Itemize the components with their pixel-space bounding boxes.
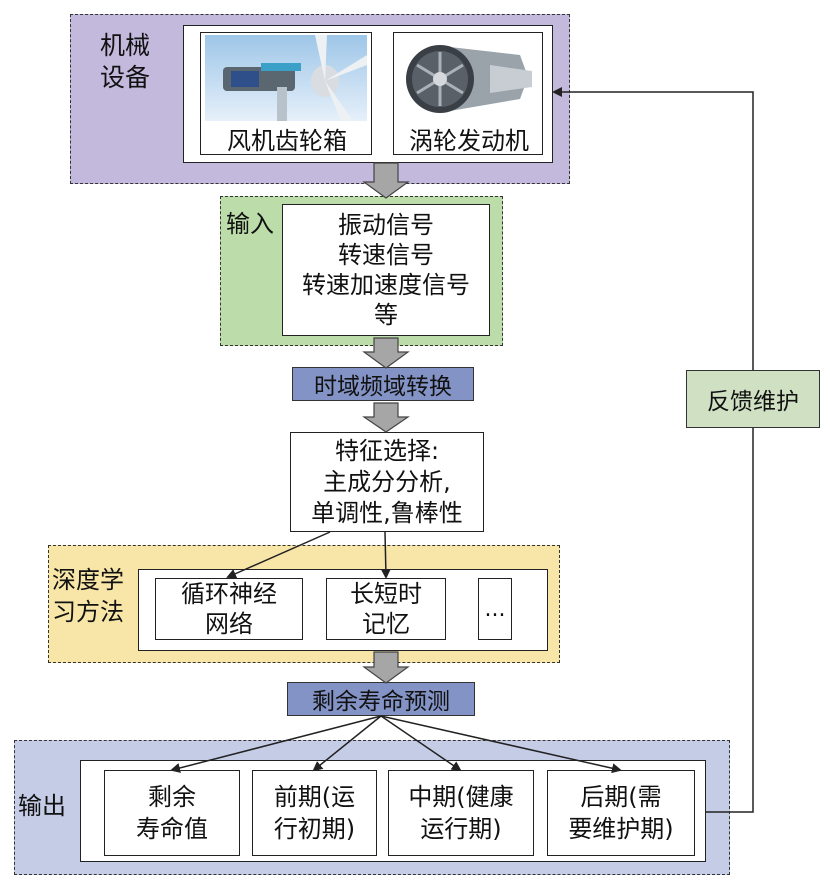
wind-turbine-card: 风机齿轮箱	[200, 32, 372, 155]
signal-acceleration: 转速加速度信号	[302, 271, 470, 299]
time-frequency-transform: 时域频域转换	[292, 367, 474, 401]
deep-learning-label: 深度学 习方法	[52, 566, 124, 626]
output-label: 输出	[18, 792, 66, 820]
method-more: ...	[478, 578, 512, 640]
flow-arrow-transform-feature	[362, 402, 410, 433]
signals-box: 振动信号 转速信号 转速加速度信号 等	[282, 204, 490, 336]
output-middle-stage: 中期(健康 运行期)	[388, 770, 534, 856]
signal-speed: 转速信号	[338, 241, 434, 269]
turbine-engine-name: 涡轮发动机	[409, 126, 529, 155]
method-rnn: 循环神经 网络	[155, 578, 303, 640]
output-late-stage: 后期(需 要维护期)	[547, 770, 695, 856]
output-rul-value: 剩余 寿命值	[104, 770, 240, 856]
wind-turbine-gearbox-name: 风机齿轮箱	[227, 126, 347, 155]
feedback-maintenance: 反馈维护	[686, 370, 820, 428]
rul-prediction: 剩余寿命预测	[287, 682, 475, 716]
feature-line-2: 主成分分析,	[323, 467, 451, 496]
method-lstm: 长短时 记忆	[326, 578, 446, 640]
feature-selection-box: 特征选择: 主成分分析, 单调性,鲁棒性	[290, 432, 484, 532]
output-early-stage: 前期(运 行初期)	[252, 770, 377, 856]
wind-turbine-gearbox-photo-icon	[205, 35, 367, 121]
turbine-engine-card: 涡轮发动机	[393, 32, 543, 155]
input-label: 输入	[226, 210, 274, 238]
signal-vibration: 振动信号	[338, 211, 434, 239]
feedback-line-upper	[552, 87, 754, 370]
feature-line-1: 特征选择:	[334, 436, 440, 465]
signal-etc: 等	[374, 301, 398, 329]
turbine-engine-photo-icon	[400, 37, 538, 121]
feature-line-3: 单调性,鲁棒性	[311, 498, 463, 527]
equipment-label: 机械 设备	[100, 31, 151, 92]
